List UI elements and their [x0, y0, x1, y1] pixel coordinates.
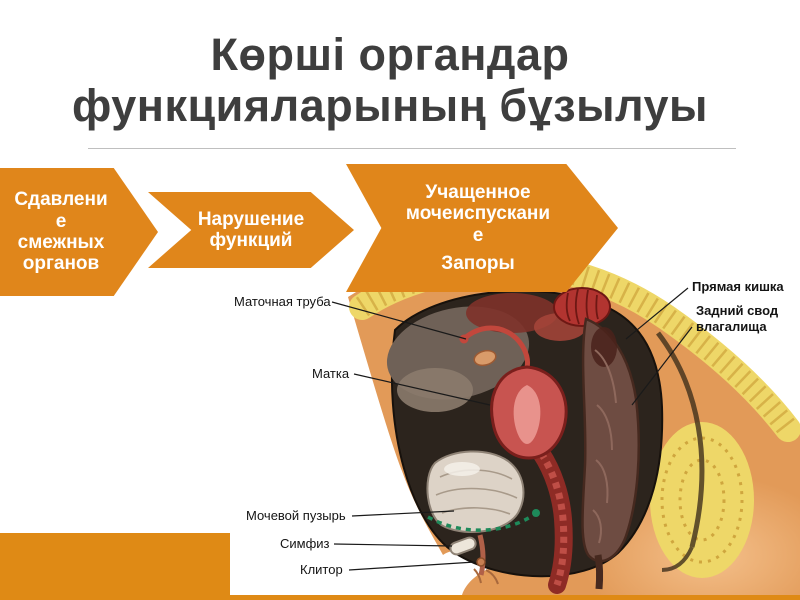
- flow-step-3-label: Учащенное мочеиспускание: [405, 181, 551, 246]
- green-dashed-marking: [427, 509, 540, 532]
- slide-title: Көрші органдар функцияларының бұзылуы: [20, 29, 760, 132]
- label-posterior-fornix: Задний свод влагалища: [696, 303, 779, 334]
- label-line-fallopian-tube: [331, 301, 467, 340]
- flow-step-2-label: Нарушение функций: [197, 208, 305, 251]
- label-rectum: Прямая кишка: [692, 279, 784, 294]
- ovary-shape: [473, 349, 497, 367]
- slide-title-line-1: Көрші органдар: [210, 29, 570, 80]
- label-line-uterus: [353, 373, 491, 406]
- uterus-shape: [490, 365, 568, 460]
- clitoris-shape: [473, 557, 499, 585]
- flow-step-1-label: Сдавление смежных органов: [14, 189, 108, 275]
- label-line-symphysis: [333, 543, 453, 547]
- anal-canal: [594, 554, 604, 590]
- label-line-rectum: [625, 287, 689, 340]
- label-fallopian-tube: Маточная труба: [234, 294, 331, 309]
- flow-step-3-sublabel: Запоры: [441, 252, 515, 274]
- bladder-shape: [426, 450, 525, 533]
- sigmoid-colon: [553, 287, 611, 327]
- flow-step-1-arrow: Сдавление смежных органов: [0, 168, 158, 296]
- label-lines: [331, 287, 693, 571]
- label-symphysis: Симфиз: [280, 536, 330, 551]
- label-line-bladder: [351, 510, 455, 517]
- flow-step-2-arrow: Нарушение функций: [148, 192, 354, 268]
- label-clitoris: Клитор: [300, 562, 343, 577]
- label-bladder: Мочевой пузырь: [246, 508, 346, 523]
- intestinal-masses: [386, 293, 586, 412]
- anatomy-figure: Маточная труба Матка Мочевой пузырь Симф…: [230, 255, 800, 595]
- urethra-shape: [477, 534, 486, 576]
- label-line-clitoris: [348, 561, 476, 571]
- slide-title-line-2: функцияларының бұзылуы: [72, 79, 708, 131]
- label-uterus: Матка: [312, 366, 350, 381]
- vagina-canal: [532, 444, 573, 594]
- rectum-shape: [581, 317, 640, 590]
- anatomy-illustration: [230, 255, 800, 595]
- title-underline: [88, 148, 736, 149]
- symphysis-shape: [449, 536, 477, 556]
- flow-step-3-arrow: Учащенное мочеиспускание Запоры: [346, 164, 618, 292]
- label-line-posterior-fornix: [631, 326, 693, 406]
